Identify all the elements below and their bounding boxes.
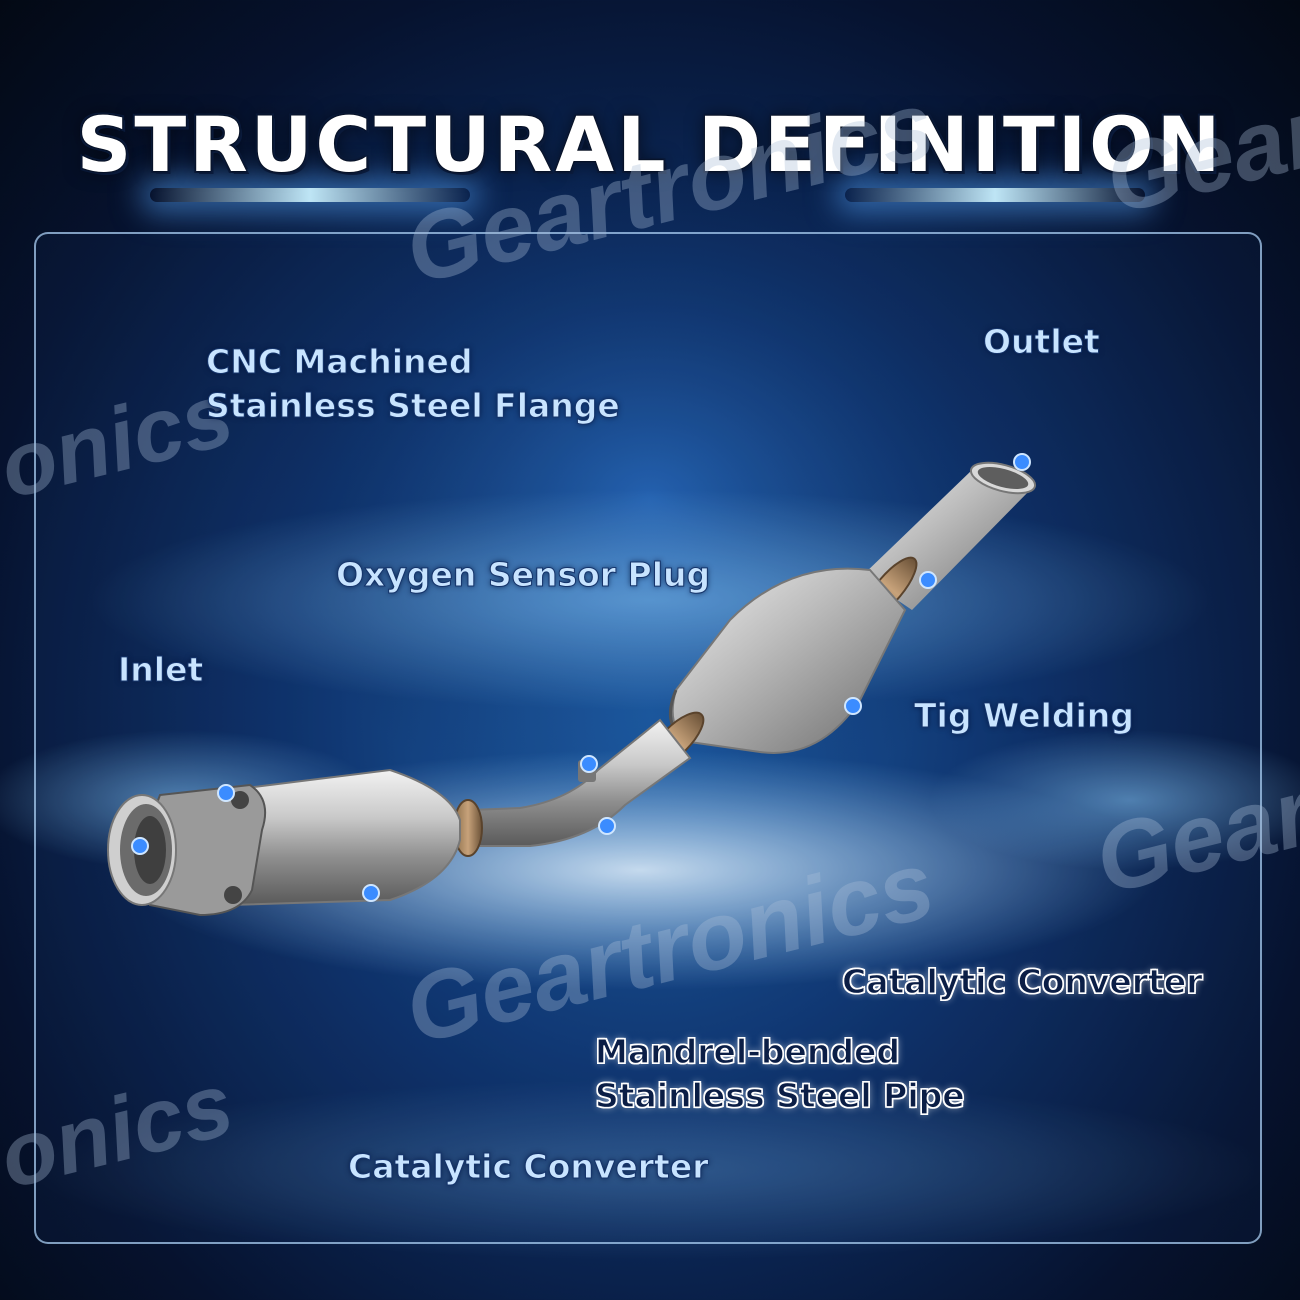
oxygen-sensor-callout-dot (580, 755, 598, 773)
outlet-callout-dot (1013, 453, 1031, 471)
inlet-callout-dot (131, 837, 149, 855)
right-converter-callout-dot (844, 697, 862, 715)
flange-label: CNC Machined Stainless Steel Flange (206, 340, 621, 428)
inlet-label: Inlet (117, 650, 204, 690)
headlight-bar-left (150, 188, 470, 202)
headlight-bar-right (845, 188, 1145, 202)
outlet-label: Outlet (983, 322, 1101, 362)
left-converter-callout-dot (362, 884, 380, 902)
pipe-callout-dot (598, 817, 616, 835)
pipe-label-line2: Stainless Steel Pipe (594, 1075, 965, 1115)
callout-dots (131, 453, 1031, 902)
flange-label-line1: CNC Machined (206, 342, 474, 382)
converter-right-label: Catalytic Converter (841, 961, 1203, 1001)
oxygen-sensor-label: Oxygen Sensor Plug (335, 555, 711, 595)
mandrel-bent-pipe (469, 718, 692, 847)
flange-callout-dot (217, 784, 235, 802)
page-title: STRUCTURAL DEFINITION (76, 100, 1224, 189)
callout-lines (138, 385, 1024, 1148)
tig-welding-callout-dot (919, 571, 937, 589)
pipe-label: Mandrel-bended Stainless Steel Pipe (594, 1030, 965, 1118)
left-converter-body (229, 768, 461, 907)
converter-left-label: Catalytic Converter (347, 1147, 709, 1187)
pipe-label-line1: Mandrel-bended (594, 1031, 901, 1071)
flange-label-line2: Stainless Steel Flange (206, 386, 621, 426)
tig-welding-label: Tig Welding (914, 696, 1135, 736)
